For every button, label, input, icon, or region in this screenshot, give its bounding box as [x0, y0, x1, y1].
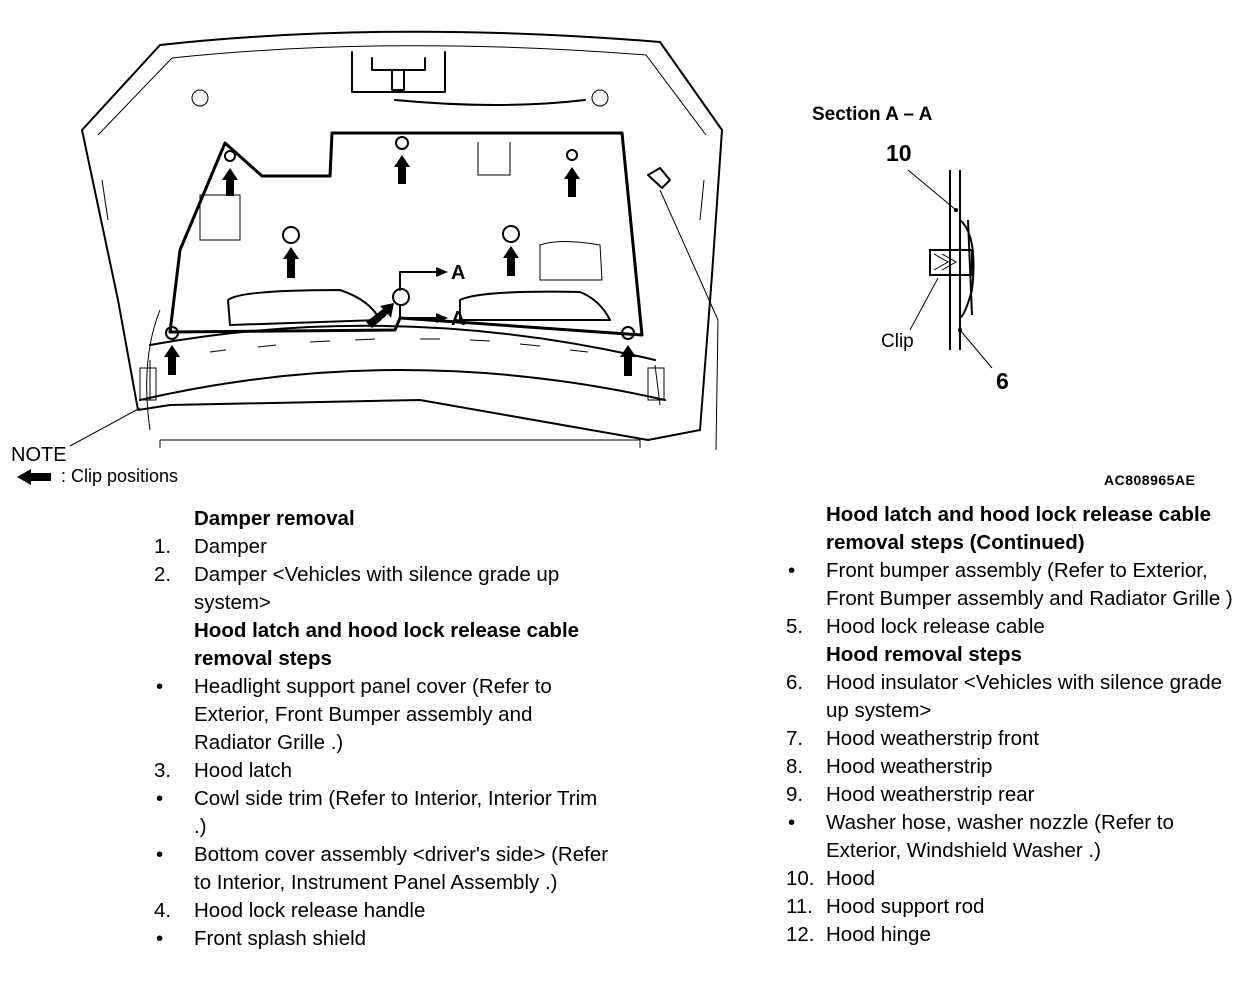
list-item: 3. Hood latch [154, 757, 614, 785]
list-text: Hood latch [194, 759, 293, 782]
list-text: Hood weatherstrip rear [826, 783, 1035, 806]
section-a-a-illustration [907, 169, 993, 369]
list-marker: 12. [786, 923, 815, 946]
list-item: 4. Hood lock release handle [154, 897, 614, 925]
list-item: 2. Damper <Vehicles with silence grade up… [154, 561, 614, 617]
list-item: • Headlight support panel cover (Refer to… [154, 673, 614, 757]
list-item: • Bottom cover assembly <driver's side> (… [154, 841, 614, 897]
list-text: Headlight support panel cover (Refer to … [194, 675, 552, 754]
list-heading: Damper removal [154, 505, 614, 533]
list-heading: Hood latch and hood lock release cable r… [154, 617, 614, 673]
list-item: 12. Hood hinge [786, 921, 1236, 949]
list-item: • Washer hose, washer nozzle (Refer to Ex… [786, 809, 1236, 865]
note-title: NOTE [11, 444, 67, 466]
list-text: Cowl side trim (Refer to Interior, Inter… [194, 787, 598, 838]
section-title: Section A – A [812, 104, 933, 125]
figure-code: AC808965AE [1104, 472, 1196, 488]
list-text: Damper <Vehicles with silence grade up s… [194, 563, 560, 614]
list-item: 10. Hood [786, 865, 1236, 893]
note-legend-text: : Clip positions [61, 466, 179, 486]
list-marker: 10. [786, 867, 815, 890]
left-steps-list: Damper removal 1. Damper 2. Damper <Vehicles… [154, 505, 614, 953]
list-item: 6. Hood insulator <Vehicles with silence … [786, 669, 1236, 725]
list-text: Hood insulator <Vehicles with silence gr… [826, 671, 1222, 722]
hood-illustration [69, 30, 723, 451]
list-text: Hood hinge [826, 923, 931, 946]
list-text: Bottom cover assembly <driver's side> (R… [194, 843, 609, 894]
list-heading: Hood removal steps [786, 641, 1236, 669]
list-item: 9. Hood weatherstrip rear [786, 781, 1236, 809]
list-text: Front splash shield [194, 927, 367, 950]
list-text: Hood lock release handle [194, 899, 426, 922]
list-text: Hood weatherstrip [826, 755, 993, 778]
list-marker: 9. [786, 783, 804, 806]
list-marker: • [156, 927, 164, 950]
list-marker: 5. [786, 615, 804, 638]
list-item: • Front splash shield [154, 925, 614, 953]
section-marker-a-lower: A [451, 308, 466, 330]
list-item: • Front bumper assembly (Refer to Exterio… [786, 557, 1236, 613]
list-text: Hood [826, 867, 876, 890]
note-legend: : Clip positions [15, 466, 178, 487]
list-marker: 1. [154, 535, 172, 558]
list-text: Hood support rod [826, 895, 985, 918]
list-text: Hood lock release cable [826, 615, 1045, 638]
list-marker: 3. [154, 759, 172, 782]
list-item: • Cowl side trim (Refer to Interior, Inte… [154, 785, 614, 841]
list-text: Damper removal [194, 507, 355, 530]
list-text: Hood latch and hood lock release cable r… [194, 619, 580, 670]
list-item: 5. Hood lock release cable [786, 613, 1236, 641]
list-text: Hood weatherstrip front [826, 727, 1040, 750]
list-text: Damper [194, 535, 267, 558]
list-marker: 4. [154, 899, 172, 922]
section-marker-a-upper: A [451, 262, 466, 284]
list-marker: • [788, 559, 796, 582]
list-item: 11. Hood support rod [786, 893, 1236, 921]
list-text: Front bumper assembly (Refer to Exterior… [826, 559, 1233, 610]
list-marker: • [156, 787, 164, 810]
list-item: 8. Hood weatherstrip [786, 753, 1236, 781]
list-marker: 8. [786, 755, 804, 778]
list-marker: 2. [154, 563, 172, 586]
callout-10: 10 [886, 140, 912, 166]
list-marker: 11. [786, 895, 813, 918]
list-marker: 6. [786, 671, 804, 694]
left-arrow-icon [17, 468, 51, 485]
list-marker: • [156, 675, 164, 698]
callout-6: 6 [996, 368, 1009, 394]
list-marker: • [788, 811, 796, 834]
list-marker: • [156, 843, 164, 866]
list-text: Hood removal steps [826, 643, 1022, 666]
list-item: 7. Hood weatherstrip front [786, 725, 1236, 753]
right-steps-list: Hood latch and hood lock release cable r… [786, 501, 1236, 949]
list-heading: Hood latch and hood lock release cable r… [786, 501, 1236, 557]
clip-label: Clip [881, 331, 914, 352]
list-marker: 7. [786, 727, 804, 750]
list-text: Washer hose, washer nozzle (Refer to Ext… [826, 811, 1174, 862]
list-item: 1. Damper [154, 533, 614, 561]
list-text: Hood latch and hood lock release cable r… [826, 503, 1212, 554]
